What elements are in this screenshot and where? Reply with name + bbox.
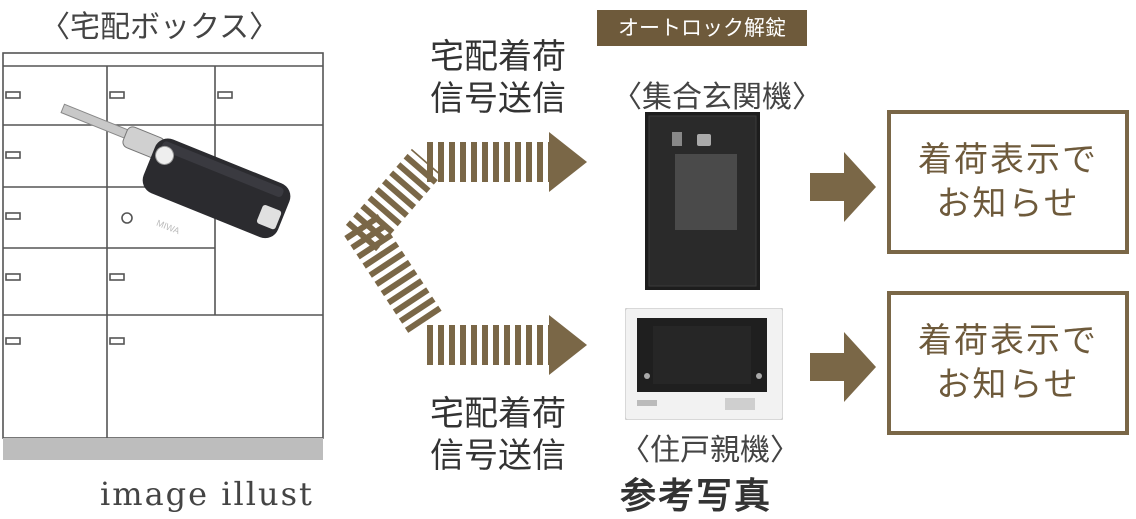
photo-caption: 参考写真 (620, 475, 773, 517)
image-illust-caption: image illust (100, 475, 314, 513)
key-brand-text: MIWA (155, 218, 181, 236)
notify-box-top: 着荷表示で お知らせ (887, 110, 1129, 254)
signal-label-top-line2: 信号送信 (430, 79, 566, 119)
entrance-unit-device (645, 112, 760, 290)
signal-label-bottom-line2: 信号送信 (430, 436, 566, 476)
notify-top-line1: 着荷表示で (918, 140, 1098, 180)
delivery-box-frame (2, 52, 324, 439)
delivery-box-illustration: MIWA (2, 52, 324, 460)
signal-label-top-line1: 宅配着荷 (430, 37, 566, 77)
upper-diagonal-arrow-segment (345, 148, 443, 252)
residence-unit-device (625, 308, 783, 420)
entrance-screen (675, 154, 737, 230)
speaker-icon (697, 134, 711, 146)
autolock-badge: オートロック解錠 (597, 10, 807, 46)
signal-label-bottom-line1: 宅配着荷 (430, 394, 566, 434)
residence-unit-caption: 〈住戸親機〉 (620, 433, 800, 468)
notify-box-bottom: 着荷表示で お知らせ (887, 291, 1129, 435)
notify-bottom-line1: 着荷表示で (918, 321, 1098, 361)
key-fob-icon (60, 103, 291, 239)
lower-arrow-head-icon (549, 315, 587, 375)
camera-icon (672, 132, 682, 146)
notify-top-line2: お知らせ (936, 184, 1080, 224)
delivery-box-base (3, 438, 323, 460)
upper-arrow-head-icon (549, 132, 587, 192)
signal-label-top: 宅配着荷 信号送信 (430, 36, 566, 120)
split-arrows (344, 132, 587, 375)
arrow-right-top-icon (810, 152, 876, 222)
notify-bottom-line2: お知らせ (936, 365, 1080, 405)
signal-label-bottom: 宅配着荷 信号送信 (430, 393, 566, 477)
entrance-unit-caption: 〈集合玄関機〉 (612, 80, 822, 115)
delivery-box-title: 〈宅配ボックス〉 (40, 10, 280, 45)
arrow-right-bottom-icon (810, 332, 876, 402)
lower-diagonal-arrow-segment (344, 213, 444, 337)
